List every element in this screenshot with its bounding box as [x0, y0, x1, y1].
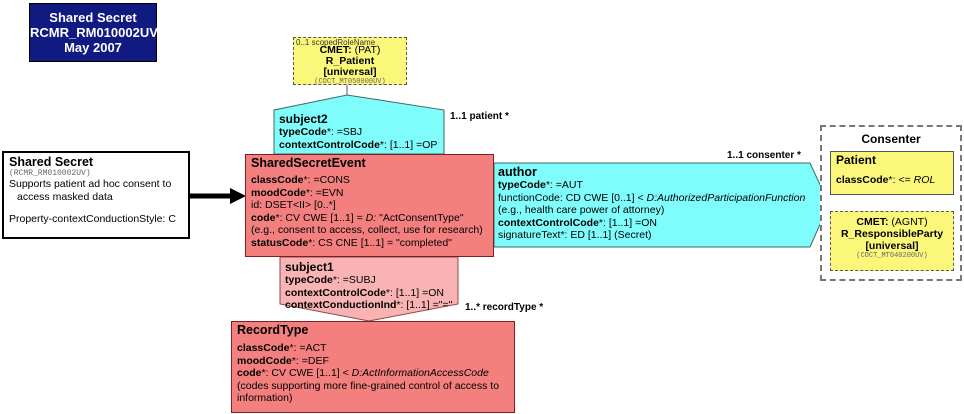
record-type-box: RecordType classCode*: =ACT moodCode*: =…: [231, 321, 515, 413]
sse-mood-value: *: =EVN: [305, 186, 344, 199]
shared-secret-event-name: SharedSecretEvent: [251, 156, 366, 170]
consenter-cmet-label: CMET:: [856, 216, 889, 228]
subject2-type-value: *: =SBJ: [326, 126, 363, 138]
consenter-cmet-type: (AGNT): [888, 216, 928, 228]
subject1-ctx-key: contextControlCode: [285, 286, 386, 299]
author-function-value: functionCode: CD CWE [0..1] <: [498, 191, 647, 204]
rt-code-key: code: [237, 367, 262, 380]
rt-note-1: (codes supporting more fine-grained cont…: [237, 379, 500, 392]
author-shape: [493, 162, 830, 248]
title-line-2: RCMR_RM010002UV: [30, 25, 158, 40]
author-text: author typeCode*: =AUT functionCode: CD …: [498, 165, 805, 242]
consenter-cmet-name: R_ResponsibleParty: [840, 228, 944, 240]
consenter-choice-box: Consenter Patient classCode*: <= ROL CME…: [820, 125, 962, 281]
rt-mood-key: moodCode: [237, 354, 292, 367]
sse-id-line: id: DSET<II> [0..*]: [251, 199, 336, 212]
rt-code-value: *: CV CWE [1..1] <: [261, 367, 352, 380]
subject2-shape: [273, 94, 445, 155]
subject2-type-key: typeCode: [279, 126, 327, 138]
rt-class-value: *: =ACT: [289, 342, 327, 354]
cmet-patient-note: 0..1 scopedRoleName: [296, 38, 376, 47]
consenter-patient-box: Patient classCode*: <= ROL: [830, 151, 954, 195]
subject1-shape: [279, 256, 459, 322]
author-name: author: [498, 165, 537, 179]
cmet-patient-type: (PAT): [351, 44, 381, 56]
title-line-1: Shared Secret: [49, 10, 137, 25]
sse-status-key: statusCode: [251, 236, 309, 249]
subject2-ctx-value: *: [1..1] =OP: [379, 138, 438, 151]
cmet-patient-name: R_Patient: [325, 55, 375, 67]
consenter-patient-name: Patient: [836, 153, 877, 167]
subject2-text: subject2 typeCode*: =SBJ contextControlC…: [279, 112, 437, 151]
author-ctx-key: contextControlCode: [498, 216, 599, 229]
rt-note-2: information): [237, 392, 293, 405]
author-ctx-value: *: [1..1] =ON: [598, 216, 657, 229]
author-signature: signatureText*: ED [1..1] (Secret): [498, 229, 652, 242]
author-function-note: (e.g., health care power of attorney): [498, 204, 665, 217]
consenter-cmet-scope: [universal]: [865, 240, 919, 252]
cmet-patient-scope: [universal]: [323, 66, 377, 78]
subject2-ctx-key: contextControlCode: [279, 138, 380, 151]
entry-point-id: (RCMR_RM010002UV): [9, 169, 91, 178]
sse-class-value: *: =CONS: [303, 174, 350, 186]
author-function-domain: D:AuthorizedParticipationFunction: [646, 191, 806, 204]
consenter-patient-class-role: ROL: [913, 174, 936, 186]
entry-point-style: Property-contextConductionStyle: C: [9, 213, 176, 226]
subject1-text: subject1 typeCode*: =SUBJ contextControl…: [285, 260, 452, 312]
author-type-key: typeCode: [498, 179, 546, 191]
entry-point-desc-2: access masked data: [17, 190, 113, 203]
subject1-name: subject1: [285, 260, 334, 274]
rt-mood-value: *: =DEF: [291, 354, 329, 367]
consenter-cmet-id: (COCT_MT040200UV): [856, 252, 928, 260]
sse-code-note: (e.g., consent to access, collect, use f…: [251, 224, 483, 237]
consenter-title: Consenter: [861, 132, 921, 146]
rt-class-key: classCode: [237, 342, 290, 354]
author-cardinality: 1..1 consenter *: [727, 150, 801, 161]
entry-point-name: Shared Secret: [9, 155, 94, 169]
subject1-type-key: typeCode: [285, 274, 333, 286]
title-line-3: May 2007: [64, 40, 122, 55]
sse-code-key: code: [251, 211, 276, 224]
subject1-cond-value: *: [1..1] ="=": [396, 299, 453, 312]
consenter-patient-class-value: *: <=: [888, 174, 914, 186]
rt-code-domain: D:ActInformationAccessCode: [351, 367, 489, 380]
subject1-cond-key: contextConductionInd: [285, 299, 397, 312]
sse-status-value: *: CS CNE [1..1] = "completed": [308, 236, 452, 249]
subject2-name: subject2: [279, 112, 328, 126]
subject1-type-value: *: =SUBJ: [332, 274, 376, 286]
entry-point-desc-1: Supports patient ad hoc consent to: [9, 178, 172, 190]
sse-code-value-1: *: CV CWE [1..1] =: [275, 211, 366, 224]
sse-mood-key: moodCode: [251, 186, 306, 199]
diagram-title-box: Shared Secret RCMR_RM010002UV May 2007: [29, 3, 158, 62]
subject1-cardinality: 1..* recordType *: [465, 302, 544, 313]
entry-point-box: Shared Secret (RCMR_RM010002UV) Supports…: [2, 151, 190, 239]
cmet-patient-box: 0..1 scopedRoleName CMET: (PAT) R_Patien…: [293, 37, 407, 86]
subject2-cardinality: 1..1 patient *: [450, 111, 509, 122]
sse-code-domain: D:: [365, 211, 377, 224]
consenter-cmet-box: CMET: (AGNT) R_ResponsibleParty [univers…: [830, 211, 954, 271]
entry-arrow-head: [230, 188, 246, 204]
record-type-name: RecordType: [237, 323, 309, 337]
sse-class-key: classCode: [251, 174, 304, 186]
cmet-patient-label: CMET:: [319, 44, 352, 56]
subject1-ctx-value: *: [1..1] =ON: [385, 286, 444, 299]
shared-secret-event-box: SharedSecretEvent classCode*: =CONS mood…: [245, 154, 494, 257]
sse-code-value-2: "ActConsentType": [376, 211, 464, 224]
consenter-patient-class-key: classCode: [836, 174, 889, 186]
cmet-patient-id: (COCT_MT050000UV): [314, 78, 386, 86]
author-type-value: *: =AUT: [545, 179, 583, 191]
